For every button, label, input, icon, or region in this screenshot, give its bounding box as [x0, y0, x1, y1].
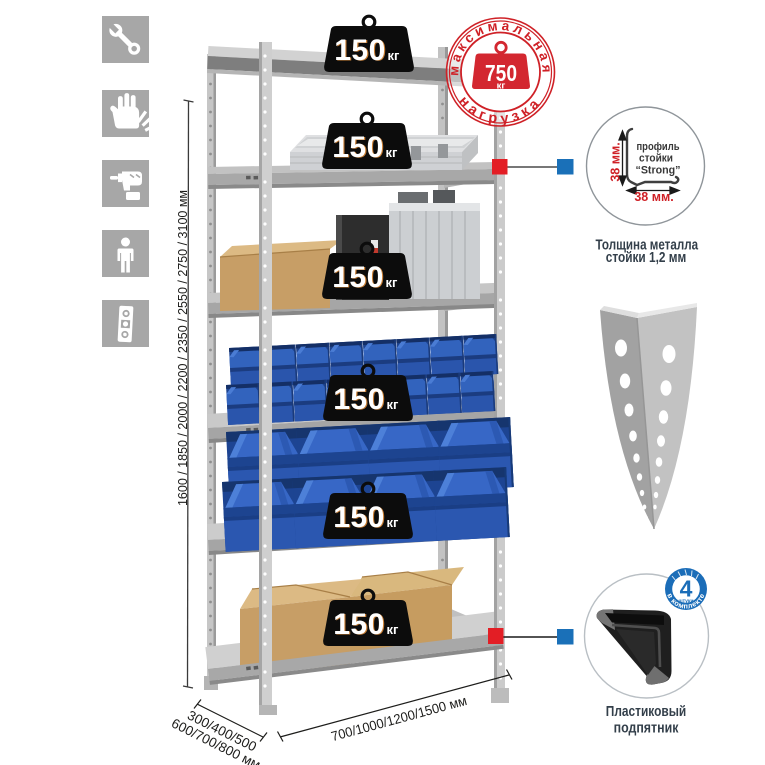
- svg-text:38 мм.: 38 мм.: [634, 190, 673, 204]
- svg-text:38 мм.: 38 мм.: [609, 142, 623, 181]
- svg-text:4: 4: [680, 576, 693, 602]
- svg-text:профиль: профиль: [637, 141, 680, 153]
- svg-text:кг: кг: [497, 81, 506, 92]
- svg-text:стойки: стойки: [639, 153, 673, 165]
- svg-text:стойки 1,2 мм: стойки 1,2 мм: [606, 250, 687, 266]
- svg-text:подпятник: подпятник: [614, 720, 679, 737]
- svg-text:Толщина металла: Толщина металла: [596, 237, 699, 253]
- svg-text:750: 750: [485, 60, 517, 86]
- svg-text:Пластиковый: Пластиковый: [606, 703, 686, 720]
- svg-text:штуки: штуки: [678, 599, 693, 605]
- svg-text:“Strong”: “Strong”: [636, 165, 681, 177]
- svg-text:1600 / 1850 / 2000 / 2200 / 23: 1600 / 1850 / 2000 / 2200 / 2350 / 2550 …: [176, 190, 190, 506]
